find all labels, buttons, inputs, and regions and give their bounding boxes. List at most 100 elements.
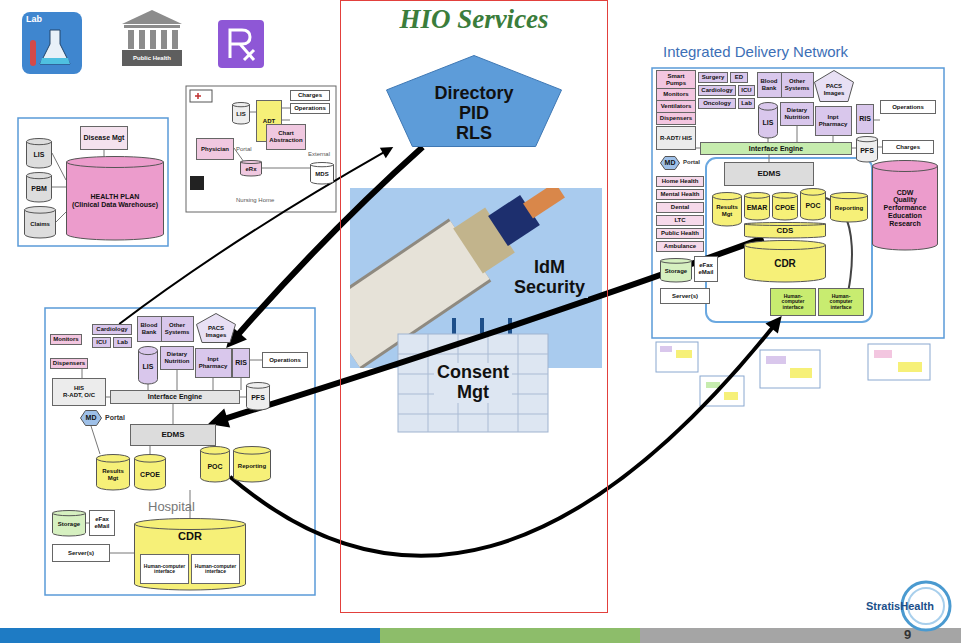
decor-rect [190,90,212,102]
decor-rect [874,350,892,358]
node-text: Other Systems [784,78,811,91]
node-text: Reporting [238,463,266,470]
cylinder-body [27,176,52,202]
node-text: Dental [671,204,689,211]
text-group: RIS [235,359,247,367]
database-cylinder: MDS [310,162,334,184]
node-text: Physician [201,146,229,153]
cylinder-body [27,142,52,168]
cylinder-top [745,241,826,250]
pentagon-box: PACS Images [814,70,854,102]
text-group: Oncology [701,100,733,107]
database-cylinder: Reporting [830,192,868,222]
text-group: CDWQuality Performance Education Researc… [874,189,936,227]
system-box: Public Health [656,228,704,239]
node-text: Human-computer interface [821,294,861,311]
label-text: Integrated Delivery Network [663,44,848,61]
system-box: Dietary Nutrition [160,346,194,370]
node-text: CDS [777,227,794,236]
cylinder-top [25,207,56,214]
text-group: HIO Services [343,5,605,35]
node-text: Operations [294,105,326,112]
text-group: RIS [859,115,871,123]
node-text: Monitors [663,91,688,98]
arrow-head [380,147,393,158]
text-group: POC [202,463,228,471]
cylinder-top [831,193,868,199]
cylinder-body [745,195,770,220]
text-group: Cardiology [95,326,129,333]
node-text: Inpt Pharmacy [198,356,229,369]
decor-line [528,190,560,211]
text-group: Monitors [53,336,79,343]
text-group: Public Health [124,55,180,62]
database-cylinder: CPOE [772,192,798,220]
database-cylinder: PFS [246,382,270,410]
text-group: R-ADT/ HIS [659,135,693,142]
node-text: CDR [178,530,202,542]
system-box: Server(s) [52,544,110,562]
node-text: PFS [251,394,265,402]
decor-rect [706,158,872,322]
text-group: LIS [28,151,50,159]
system-box: Interface Engine [110,390,240,404]
cylinder-body [873,166,938,250]
cylinder-body [53,513,86,536]
decor-rect [706,382,720,388]
lab-icon [22,12,82,74]
text-group: LIS [140,363,156,371]
node-text: MD [665,159,676,167]
text-group: Monitors [659,91,693,98]
decor-rect [766,356,786,364]
system-box: Cardiology [92,324,132,335]
system-box: ICU [92,337,111,348]
cylinder-body [311,165,334,184]
text-group: Ambulance [659,243,701,250]
decor-rect [640,628,961,643]
database-cylinder: CPOE [134,454,166,490]
text-group: CDS [746,227,824,236]
text-group: MDS [312,171,332,178]
cylinder-top [233,103,250,107]
decor-rect [898,362,922,372]
cylinder-body [67,162,164,240]
text-group: eFax eMail [697,262,715,275]
node-text: MD [86,414,97,422]
system-box: Lab [113,337,132,348]
text-group: Lab [741,100,752,107]
cylinder-body [247,385,270,410]
node-text: R-ADT, O/C [63,392,95,399]
node-text: CDW [897,189,914,197]
label-text: Nursing Home [236,197,274,204]
database-cylinder: Claims [24,206,56,238]
pentagon-outline [815,71,854,102]
text-group: PBM [28,185,50,193]
node-text: Human-computer interface [773,294,813,311]
hexagon-box: MD [660,156,680,170]
system-box: Operations [290,103,330,114]
decor-rect [45,308,315,595]
decor-rect [656,342,698,372]
node-text: Claims [30,221,50,228]
decor-polygon [122,10,182,24]
text-group: eRx [242,166,260,173]
node-text: Reporting [835,205,863,212]
decor-rect [139,30,145,49]
text-group: HISR-ADT, O/C [55,385,103,398]
cylinder-body [241,162,262,176]
database-cylinder: Storage [660,258,692,282]
decor-rect [380,628,640,643]
decor-rect [172,30,178,49]
text-group: Surgery [701,74,725,81]
node-text: Chart Abstraction [269,130,303,143]
node-text: ICU [96,339,106,346]
system-box: Human-computer interface [770,288,816,316]
text-group: IdM Security [352,258,588,298]
text-group: Interface Engine [703,145,849,153]
text-group: Human-computer interface [143,564,186,575]
region-box: Consent Mgt [398,334,548,432]
system-box: eFax eMail [89,510,115,536]
node-text: Interface Engine [749,145,803,153]
label-text: Hospital [148,500,195,514]
node-text: CPOE [140,471,160,479]
